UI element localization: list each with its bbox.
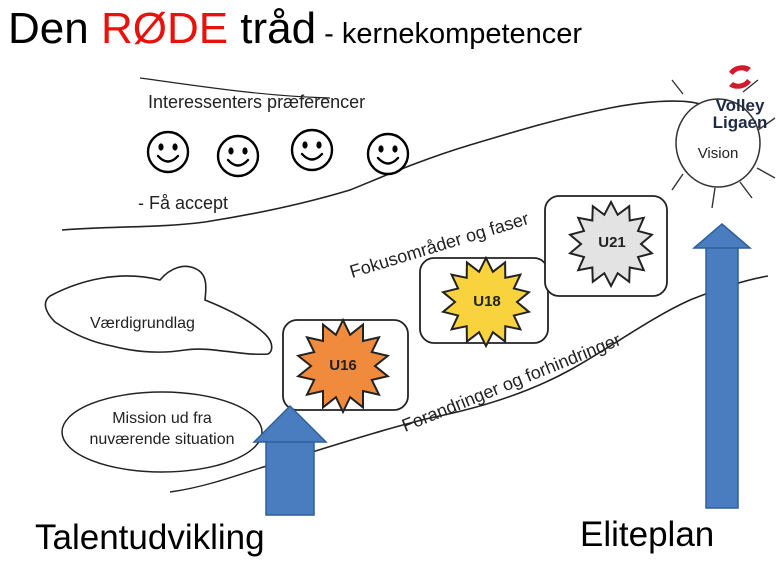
smiley-icon: [146, 130, 190, 174]
volleyligaen-logo: Volley Ligaen: [705, 62, 775, 131]
stakeholders-label: Interessenters præferencer: [148, 92, 365, 112]
mission-label-line1: Mission ud fra: [112, 410, 212, 427]
u16-starburst: [295, 317, 391, 415]
road-top-stroke: [139, 77, 331, 99]
stakeholder-smileys: [146, 128, 410, 178]
values-label: Værdigrundlag: [90, 315, 195, 332]
mission-ellipse: [61, 391, 263, 473]
elite-plan-label: Eliteplan: [580, 515, 715, 554]
accept-label: - Få accept: [138, 193, 228, 213]
smiley-icon: [366, 132, 410, 176]
values-blob: [44, 265, 273, 356]
u18-starburst: [440, 255, 532, 349]
u21-label: U21: [598, 234, 626, 251]
smiley-icon: [290, 128, 334, 172]
talent-arrow: [252, 404, 328, 516]
smiley-icon: [216, 134, 260, 178]
title-subtitle: kernekompetencer: [341, 18, 583, 50]
mission-label-line2: nuværende situation: [90, 431, 235, 448]
road-lower-tail: [169, 467, 261, 493]
vision-sun: Vision: [671, 79, 776, 209]
u18-label: U18: [473, 293, 501, 310]
phase-card-u21: U21: [544, 195, 668, 297]
logo-line1: Volley: [715, 96, 765, 115]
title-dash: -: [316, 18, 342, 50]
title-accent: RØDE: [100, 4, 229, 53]
title-part1: Den: [8, 4, 101, 53]
elite-arrow: [691, 223, 753, 509]
u21-starburst: [568, 199, 654, 289]
u16-label: U16: [329, 357, 357, 374]
talent-development-label: Talentudvikling: [35, 518, 265, 557]
slide-title: Den RØDE tråd - kernekompetencer: [8, 4, 582, 54]
logo-line2: Ligaen: [712, 113, 768, 132]
volleyball-icon: [729, 65, 751, 89]
vision-label: Vision: [698, 145, 739, 162]
changes-label: Forandringer og forhindringer: [399, 329, 624, 435]
phase-card-u18: U18: [419, 255, 549, 349]
phase-card-u16: U16: [282, 317, 409, 415]
road-lower-edge: [259, 275, 769, 469]
title-part2: tråd: [228, 4, 317, 53]
